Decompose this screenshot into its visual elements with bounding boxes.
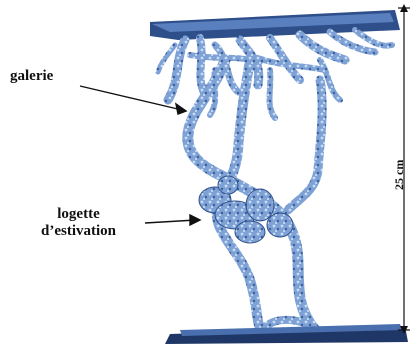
label-logette-line1: logette [41,206,116,223]
label-logette-line2: d’estivation [41,223,116,240]
surface-burrow-network [158,30,392,118]
gallery-right [288,80,322,210]
label-logette: logette d’estivation [41,206,116,240]
annotation-arrows [80,86,200,225]
label-galerie: galerie [10,68,53,85]
base-plate [165,324,408,344]
label-scale: 25 cm [391,160,408,190]
logette-arrow [145,220,196,223]
